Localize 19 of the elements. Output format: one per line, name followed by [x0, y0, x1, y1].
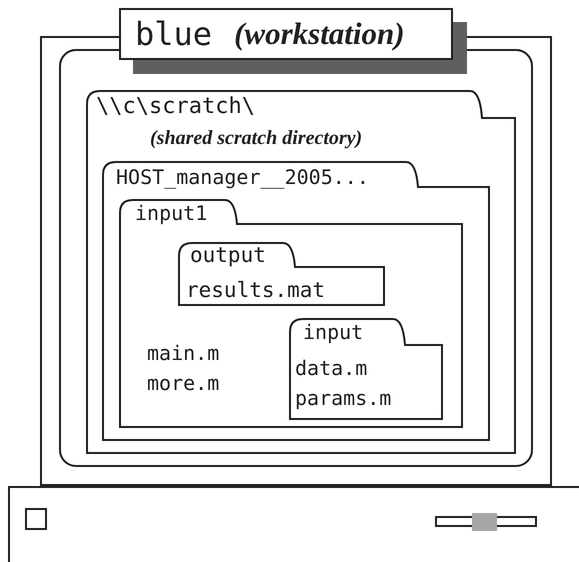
monitor-drawing — [40, 8, 552, 486]
folder-name: HOST_manager__2005... — [116, 165, 369, 189]
file-name: results.mat — [186, 278, 326, 304]
file-name: more.m — [147, 371, 220, 395]
file-name: data.m — [295, 356, 368, 380]
folder-shape — [102, 161, 490, 441]
computer-name: blue — [135, 14, 212, 54]
folder-name: \\c\scratch\ — [96, 94, 255, 120]
computer-role: (workstation) — [234, 15, 405, 53]
file-name: main.m — [147, 341, 220, 365]
folder-shape — [86, 90, 516, 454]
folder-name: input1 — [135, 201, 208, 225]
folder-shape — [289, 318, 443, 420]
folder-shape — [119, 199, 463, 428]
folder-description: (shared scratch directory) — [150, 126, 362, 150]
folder-name: output — [190, 243, 266, 268]
file-name: params.m — [295, 386, 392, 410]
folder-name: input — [303, 320, 364, 344]
folder-shape — [178, 242, 385, 306]
